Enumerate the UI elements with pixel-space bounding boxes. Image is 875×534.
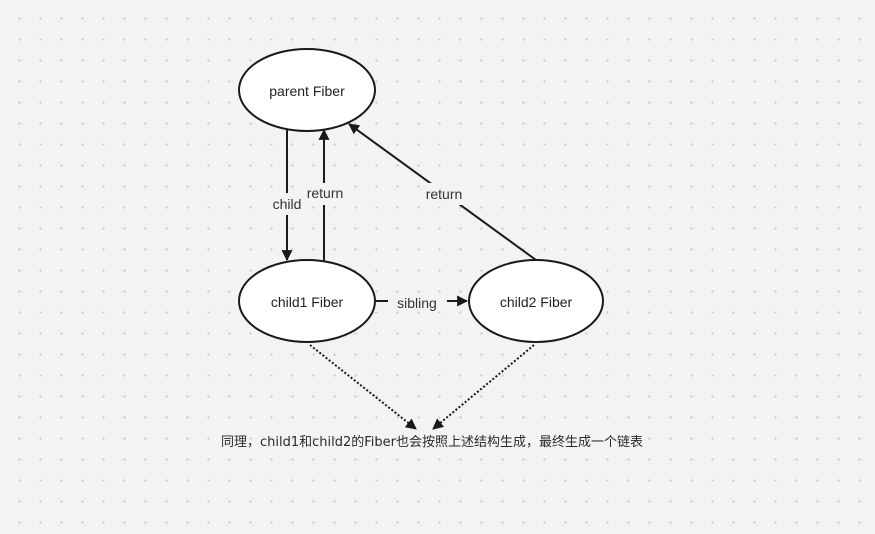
edge-dotted-child1 [309, 344, 417, 430]
node-child1-fiber: child1 Fiber [238, 259, 376, 343]
edge-label-child: child [273, 196, 302, 212]
edge-label-return-child1: return [307, 185, 344, 201]
node-label-parent: parent Fiber [269, 83, 345, 99]
node-label-child1: child1 Fiber [271, 294, 344, 310]
edge-label-sibling: sibling [397, 295, 437, 311]
caption-text: 同理，child1和child2的Fiber也会按照上述结构生成，最终生成一个链… [221, 434, 643, 450]
node-child2-fiber: child2 Fiber [468, 259, 604, 343]
edge-label-return-child2: return [426, 186, 463, 202]
node-parent-fiber: parent Fiber [238, 48, 376, 132]
node-label-child2: child2 Fiber [500, 294, 573, 310]
edge-dotted-child2 [432, 344, 535, 430]
